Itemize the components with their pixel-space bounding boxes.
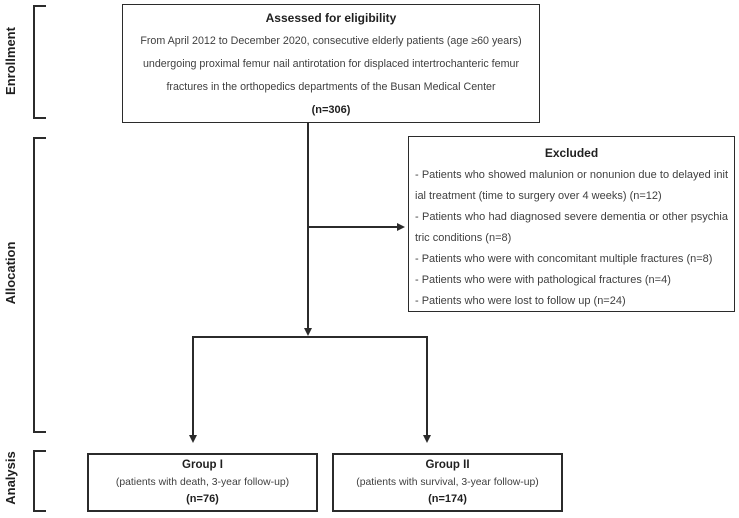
group1-box-subtitle: (patients with death, 3-year follow-up)	[115, 477, 290, 488]
connector-group1-vertical-line	[192, 336, 194, 435]
enrollment-stage-label: Enrollment	[3, 27, 18, 95]
excluded-item-multiple-fractures: - Patients who were with concomitant mul…	[415, 253, 713, 265]
arrow-right-to-excluded-icon	[397, 222, 405, 231]
arrow-down-to-group1-icon	[188, 435, 197, 443]
group2-box-count: (n=174)	[428, 493, 467, 505]
group2-box: Group II (patients with survival, 3-year…	[332, 453, 563, 512]
eligibility-box-count: (n=306)	[311, 103, 351, 116]
group1-box-count: (n=76)	[186, 493, 219, 505]
excluded-box: Excluded - Patients who showed malunion …	[408, 136, 735, 312]
arrow-down-to-split-icon	[303, 328, 312, 336]
eligibility-box-title: Assessed for eligibility	[265, 10, 397, 25]
analysis-bracket	[33, 450, 46, 512]
arrow-down-to-group2-icon	[422, 435, 431, 443]
excluded-item-malunion: - Patients who showed malunion or nonuni…	[415, 169, 728, 202]
excluded-box-title: Excluded	[544, 146, 599, 160]
group2-box-subtitle: (patients with survival, 3-year follow-u…	[356, 477, 539, 488]
connector-excluded-horizontal-line	[308, 226, 397, 228]
allocation-bracket	[33, 137, 46, 433]
group1-box: Group I (patients with death, 3-year fol…	[87, 453, 318, 512]
enrollment-bracket	[33, 5, 46, 119]
excluded-item-dementia: - Patients who had diagnosed severe deme…	[415, 211, 728, 244]
group1-box-title: Group I	[182, 459, 223, 471]
eligibility-box: Assessed for eligibility From April 2012…	[122, 4, 540, 123]
eligibility-box-body: From April 2012 to December 2020, consec…	[140, 34, 522, 93]
excluded-item-lost-follow-up: - Patients who were lost to follow up (n…	[415, 295, 626, 307]
connector-group2-vertical-line	[426, 336, 428, 435]
analysis-stage-label: Analysis	[3, 451, 18, 505]
connector-split-horizontal-line	[192, 336, 428, 338]
excluded-item-pathological-fractures: - Patients who were with pathological fr…	[415, 274, 671, 286]
group2-box-title: Group II	[425, 459, 470, 471]
allocation-stage-label: Allocation	[3, 241, 18, 305]
